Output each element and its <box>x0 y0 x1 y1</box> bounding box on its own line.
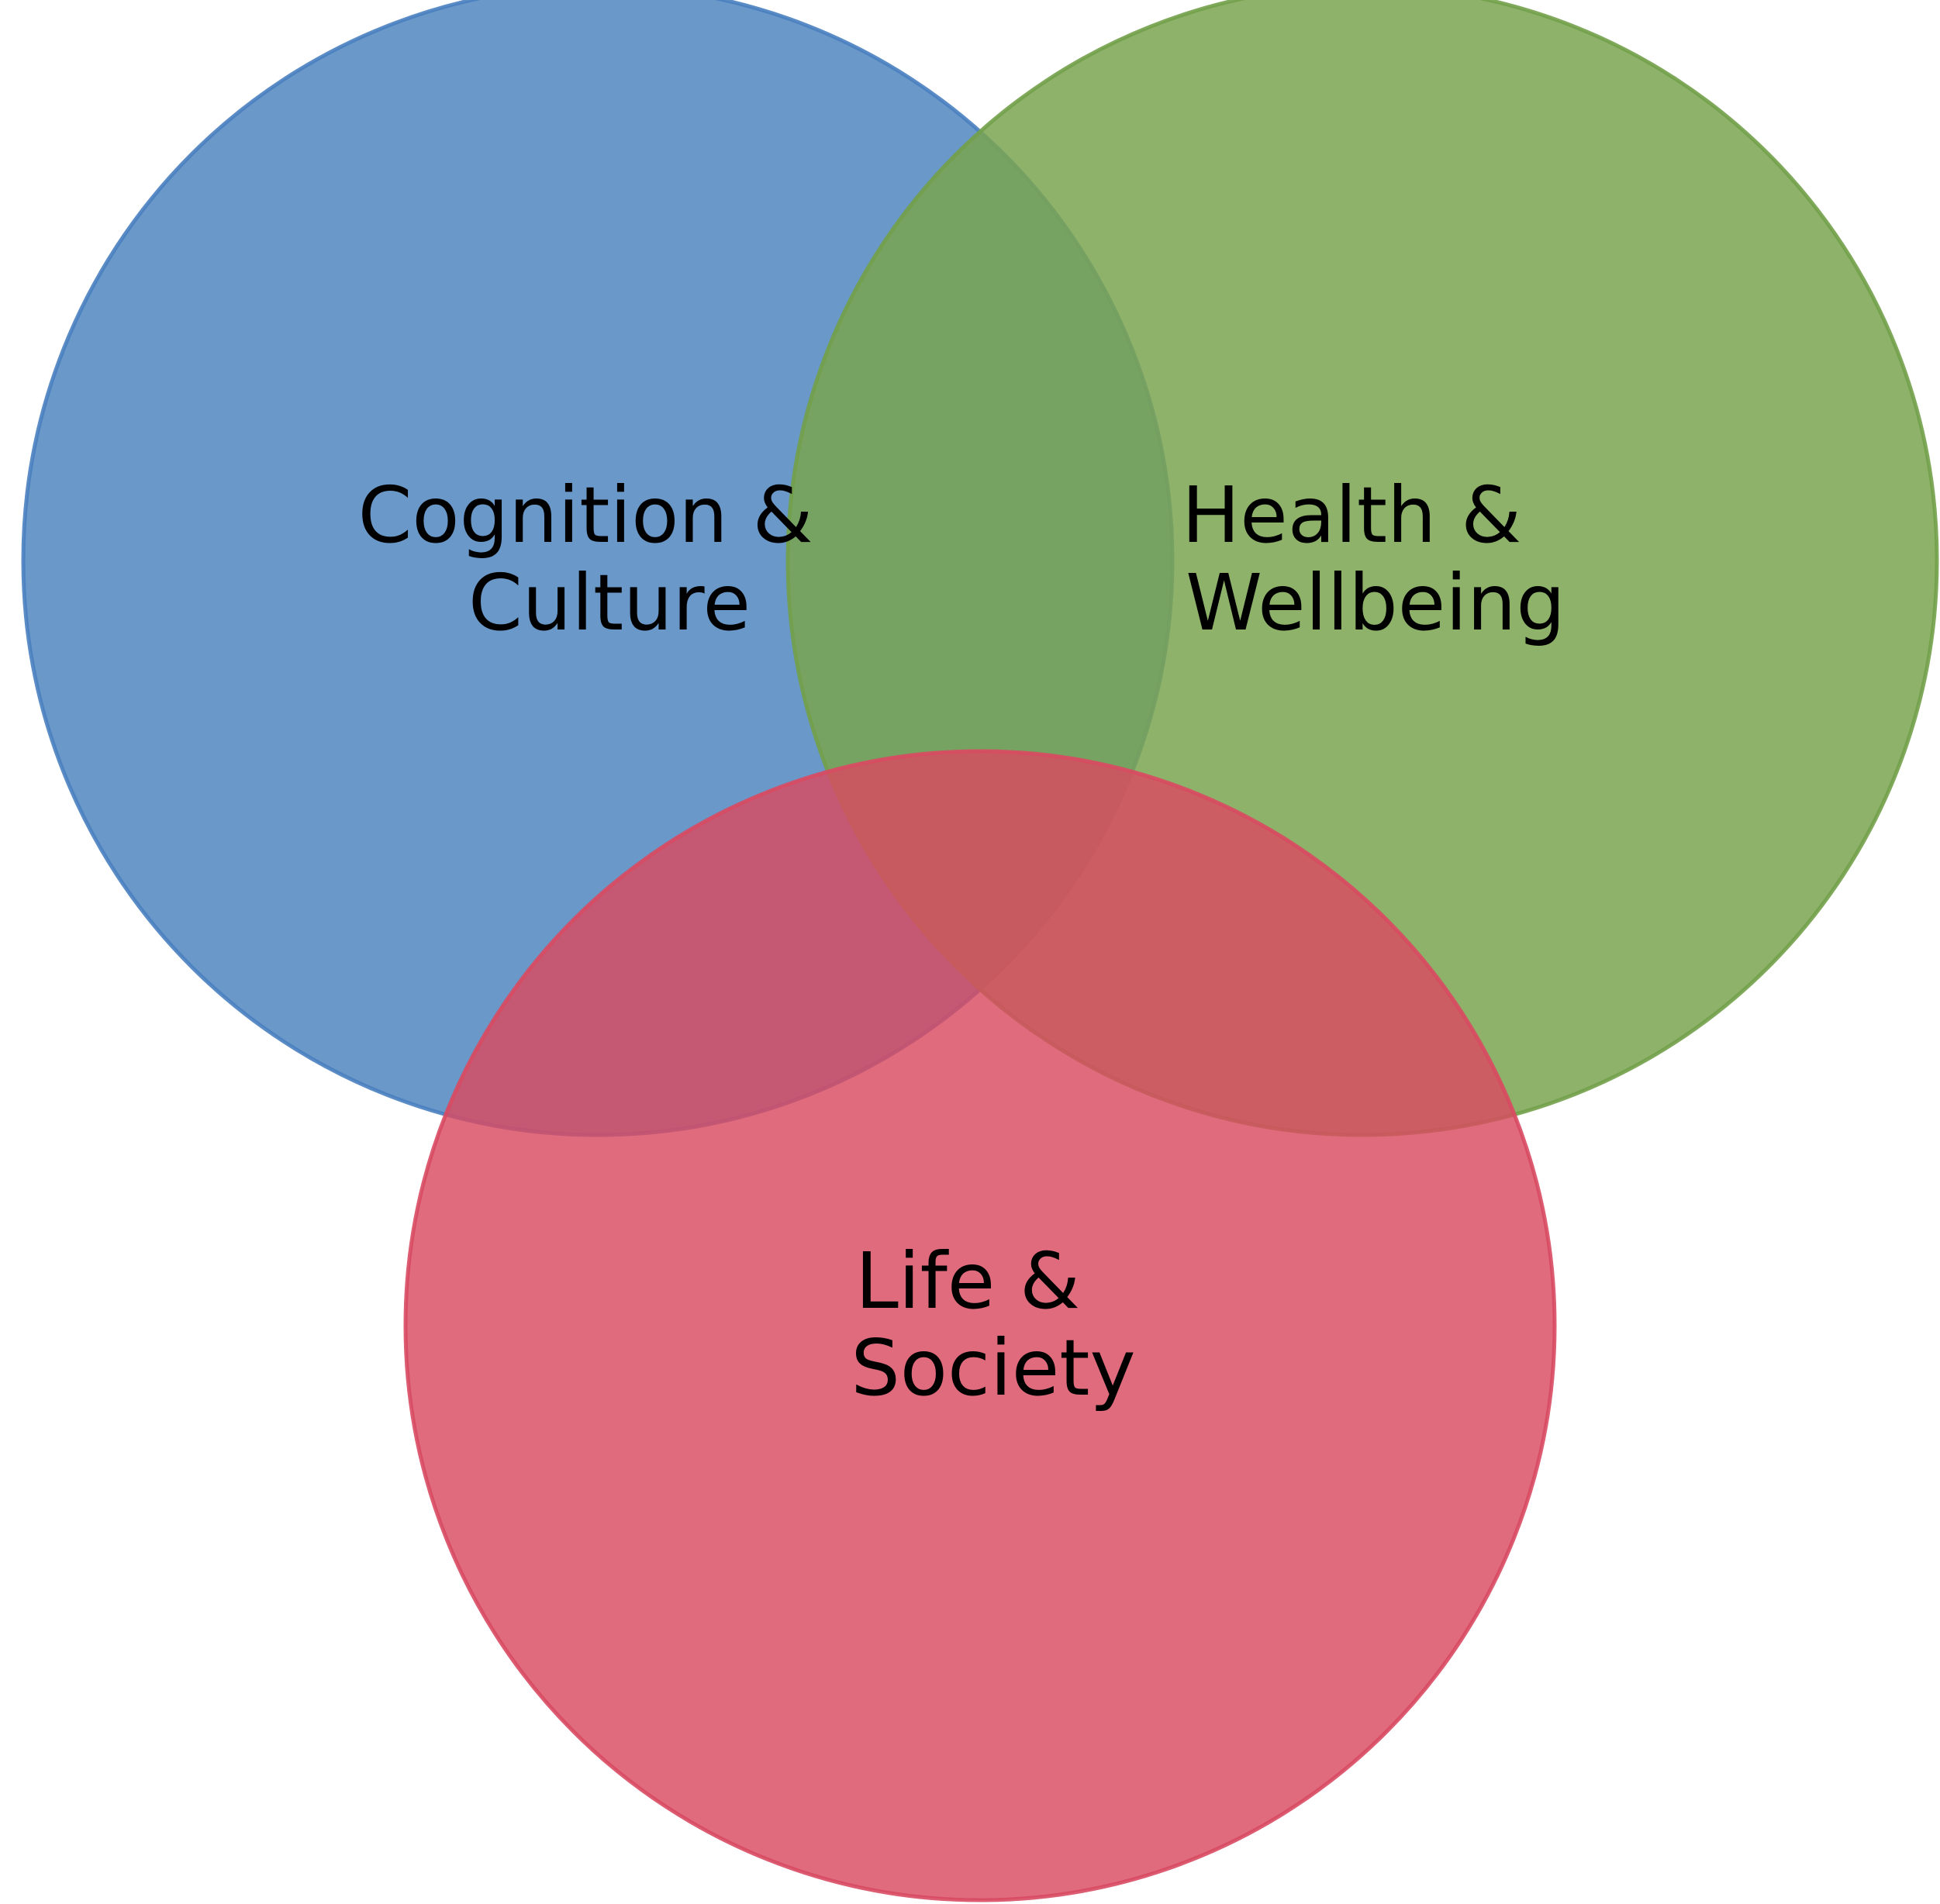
set-label-cognition-line2: Culture <box>468 557 751 648</box>
set-label-life: Life & Society <box>851 1236 1135 1413</box>
set-label-health-line2: Wellbeing <box>1186 557 1565 648</box>
set-label-health: Health & Wellbeing <box>1182 470 1565 648</box>
set-label-cognition-line1: Cognition & <box>358 470 813 561</box>
set-label-life-line1: Life & <box>855 1236 1080 1326</box>
set-label-life-line2: Society <box>851 1323 1135 1413</box>
set-label-cognition: Cognition & Culture <box>358 470 838 648</box>
set-circle-life <box>403 749 1557 1902</box>
set-label-health-line1: Health & <box>1182 470 1521 561</box>
